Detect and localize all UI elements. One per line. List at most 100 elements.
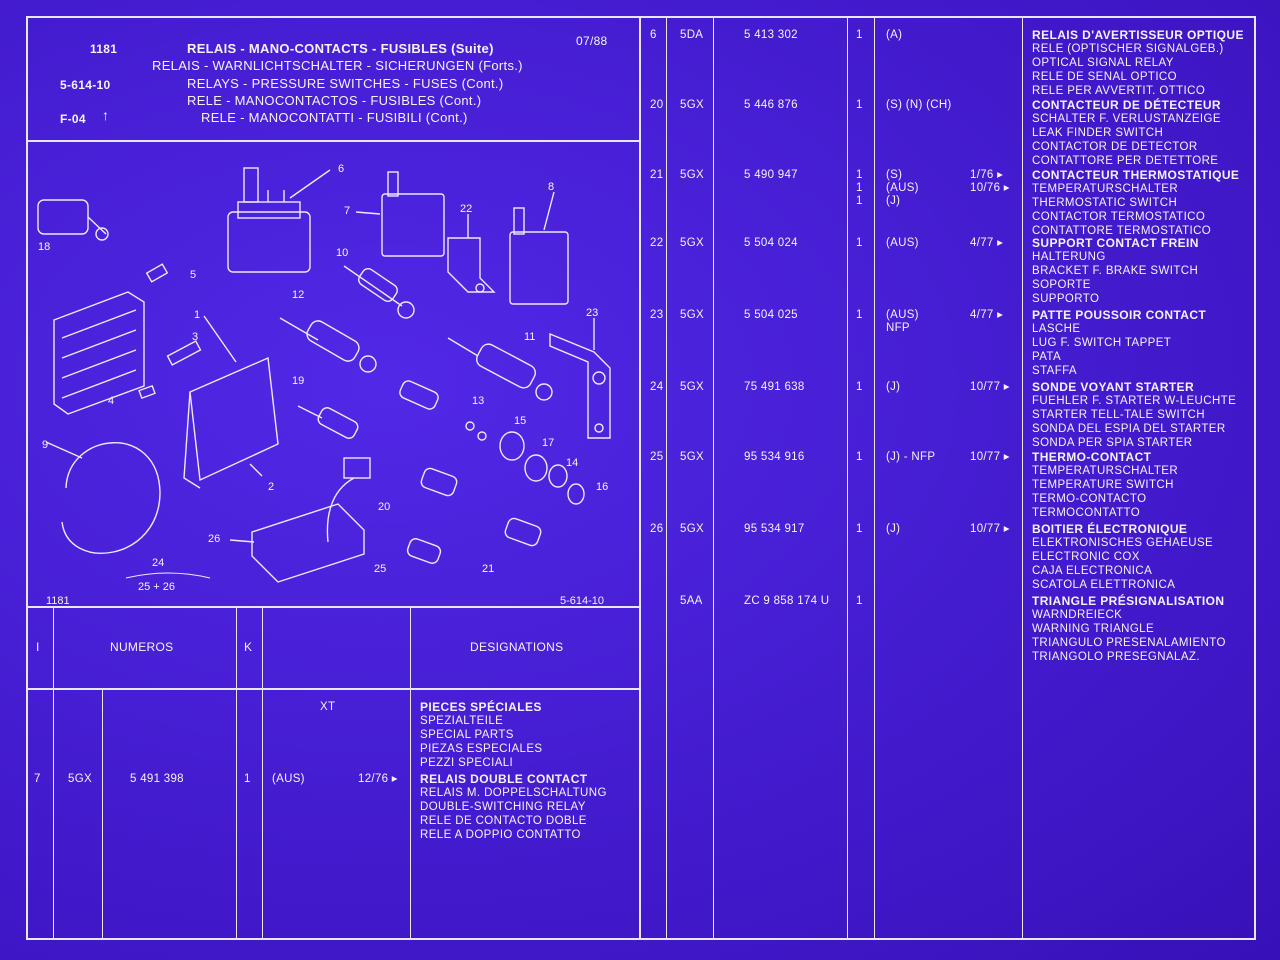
callout-16: 16 bbox=[596, 481, 608, 493]
row-date: 10/77 ▸ bbox=[970, 523, 1010, 535]
list-item: TEMPERATURSCHALTER bbox=[1032, 465, 1179, 477]
diagram-divider bbox=[26, 606, 640, 608]
col-numeros-header: NUMEROS bbox=[110, 640, 174, 654]
electronic-box-26-icon bbox=[251, 457, 371, 583]
list-item: SONDA PER SPIA STARTER bbox=[1032, 437, 1193, 449]
list-item: RELAIS D'AVERTISSEUR OPTIQUE bbox=[1032, 28, 1244, 42]
list-item: CONTACTOR TERMOSTATICO bbox=[1032, 211, 1206, 223]
list-item: TRIANGLE PRÉSIGNALISATION bbox=[1032, 594, 1225, 608]
group-bottom-label: 25 + 26 bbox=[138, 581, 175, 593]
col-line bbox=[102, 690, 103, 940]
relay-7-icon bbox=[381, 171, 445, 257]
row-type: 5GX bbox=[680, 451, 704, 463]
callout-4: 4 bbox=[108, 395, 114, 407]
row-option: (AUS) bbox=[886, 237, 919, 249]
row-qty: 1 bbox=[856, 182, 863, 194]
list-item: CAJA ELECTRONICA bbox=[1032, 565, 1153, 577]
cover-2-icon bbox=[183, 356, 279, 489]
callout-26: 26 bbox=[208, 533, 220, 545]
list-item: TERMO-CONTACTO bbox=[1032, 493, 1147, 505]
row-number: 5 504 024 bbox=[744, 237, 798, 249]
list-item: WARNDREIECK bbox=[1032, 609, 1123, 621]
section-code: F-04 bbox=[60, 112, 86, 126]
list-item: OPTICAL SIGNAL RELAY bbox=[1032, 57, 1174, 69]
list-item: TERMOCONTATTO bbox=[1032, 507, 1141, 519]
title-fr: RELAIS - MANO-CONTACTS - FUSIBLES (Suite… bbox=[187, 41, 494, 56]
list-item: CONTATTORE TERMOSTATICO bbox=[1032, 225, 1212, 237]
list-item: SCHALTER F. VERLUSTANZEIGE bbox=[1032, 113, 1221, 125]
col-line bbox=[262, 606, 263, 940]
seal-14-icon bbox=[548, 464, 568, 488]
exploded-parts-diagram: 6 7 8 22 10 12 11 23 5 1 3 4 19 13 15 17… bbox=[37, 163, 611, 606]
row-type: 5AA bbox=[680, 595, 703, 607]
fuse-box-1-icon bbox=[53, 291, 145, 415]
title-de: RELAIS - WARNLICHTSCHALTER - SICHERUNGEN… bbox=[152, 58, 523, 73]
seal-16-icon bbox=[567, 483, 585, 505]
list-item: SONDA DEL ESPIA DEL STARTER bbox=[1032, 423, 1226, 435]
row-item: 20 bbox=[650, 99, 664, 111]
list-item: SUPPORT CONTACT FREIN bbox=[1032, 236, 1199, 250]
center-divider bbox=[639, 16, 641, 940]
callout-15: 15 bbox=[514, 415, 526, 427]
special-parts-list: PIECES SPÉCIALES SPEZIALTEILE SPECIAL PA… bbox=[420, 700, 543, 770]
columns-divider bbox=[26, 688, 640, 690]
row-option: NFP bbox=[886, 322, 910, 334]
row-type: 5GX bbox=[680, 237, 704, 249]
row-option: (A) bbox=[886, 29, 903, 41]
list-item: RELE A DOPPIO CONTATTO bbox=[420, 829, 581, 841]
row-item: 25 bbox=[650, 451, 664, 463]
bracket-22-icon bbox=[447, 237, 496, 293]
callout-13: 13 bbox=[472, 395, 484, 407]
title-it: RELE - MANOCONTATTI - FUSIBILI (Cont.) bbox=[201, 110, 468, 125]
title-es: RELE - MANOCONTACTOS - FUSIBLES (Cont.) bbox=[187, 93, 482, 108]
list-item: SPECIAL PARTS bbox=[420, 729, 514, 741]
callout-22: 22 bbox=[460, 203, 472, 215]
row-number: 95 534 917 bbox=[744, 523, 805, 535]
row-qty: 1 bbox=[856, 381, 863, 393]
list-item: PIEZAS ESPECIALES bbox=[420, 743, 543, 755]
list-item: SPEZIALTEILE bbox=[420, 715, 504, 727]
sensor-12-icon bbox=[279, 317, 377, 373]
list-item: TRIANGULO PRESENALAMIENTO bbox=[1032, 637, 1226, 649]
frame-left bbox=[26, 16, 28, 940]
list-item: PATTE POUSSOIR CONTACT bbox=[1032, 308, 1207, 322]
row-option: (AUS) bbox=[886, 182, 919, 194]
callout-7: 7 bbox=[344, 205, 350, 217]
row-date: 4/77 ▸ bbox=[970, 237, 1004, 249]
row-number: 95 534 916 bbox=[744, 451, 805, 463]
list-item: RELAIS DOUBLE CONTACT bbox=[420, 772, 588, 786]
lug-23-icon bbox=[549, 332, 611, 439]
catalog-ref: 5-614-10 bbox=[60, 78, 111, 92]
col-line bbox=[410, 606, 411, 940]
row-type: 5GX bbox=[680, 169, 704, 181]
row-type: 5GX bbox=[680, 523, 704, 535]
fuse-4-icon bbox=[138, 384, 156, 400]
row-type: 5GX bbox=[680, 309, 704, 321]
callout-19: 19 bbox=[292, 375, 304, 387]
list-item: THERMO-CONTACT bbox=[1032, 450, 1152, 464]
catalog-code: 1181 bbox=[90, 42, 118, 56]
row-item: 26 bbox=[650, 523, 664, 535]
list-item: CONTACTOR DE DETECTOR bbox=[1032, 141, 1198, 153]
frame-right bbox=[1254, 16, 1256, 940]
switch-25-icon bbox=[406, 538, 442, 564]
callout-23: 23 bbox=[586, 307, 598, 319]
row-number: 5 413 302 bbox=[744, 29, 798, 41]
row7-type: 5GX bbox=[68, 773, 92, 785]
row-type: 5GX bbox=[680, 381, 704, 393]
row-item: 23 bbox=[650, 309, 664, 321]
callout-6: 6 bbox=[338, 163, 344, 175]
row-item: 21 bbox=[650, 169, 664, 181]
list-item: BRACKET F. BRAKE SWITCH bbox=[1032, 265, 1199, 277]
row-qty: 1 bbox=[856, 595, 863, 607]
callout-21: 21 bbox=[482, 563, 494, 575]
row-type: 5DA bbox=[680, 29, 704, 41]
diagram-footer-right: 5-614-10 bbox=[560, 595, 604, 606]
row-number: 5 504 025 bbox=[744, 309, 798, 321]
